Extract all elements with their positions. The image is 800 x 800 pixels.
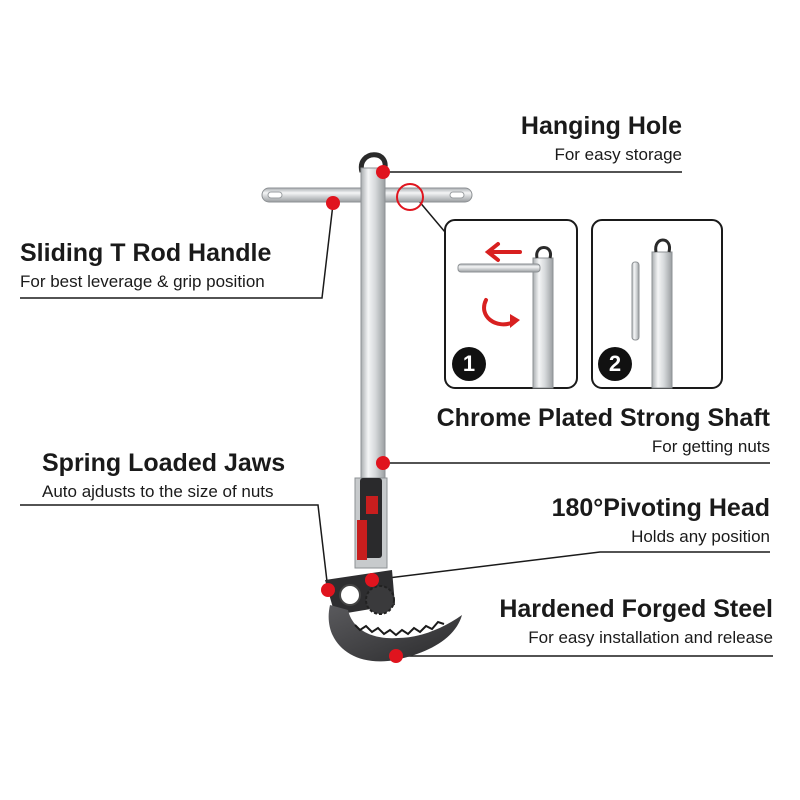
marker-jaws xyxy=(321,583,335,597)
arrow-rotate-icon xyxy=(482,298,516,327)
arrow-left-icon xyxy=(484,242,522,262)
t-rod-handle-subtitle: For best leverage & grip position xyxy=(20,272,265,291)
forged-steel-title: Hardened Forged Steel xyxy=(499,595,773,623)
marker-pivot xyxy=(365,573,379,587)
leader-pivot xyxy=(371,551,770,581)
inset-focus-ring xyxy=(396,183,424,211)
leader-lines xyxy=(20,171,773,657)
forged-steel-subtitle: For easy installation and release xyxy=(528,628,773,647)
inset-panel-2 xyxy=(591,219,723,389)
jaw-clip-red-2 xyxy=(366,496,378,514)
hanging-hole-title: Hanging Hole xyxy=(520,112,682,140)
inset-number-1: 1 xyxy=(452,347,486,381)
marker-t-rod xyxy=(326,196,340,210)
leader-jaws xyxy=(20,504,329,591)
pivot-head-title: 180°Pivoting Head xyxy=(551,494,770,522)
jaws-subtitle: Auto ajdusts to the size of nuts xyxy=(42,482,274,501)
shaft-subtitle: For getting nuts xyxy=(651,437,770,456)
marker-shaft xyxy=(376,456,390,470)
shaft xyxy=(360,167,386,499)
leader-inset xyxy=(417,199,446,233)
marker-forged xyxy=(389,649,403,663)
pivot-head-subtitle: Holds any position xyxy=(631,527,770,546)
inset-panel-1 xyxy=(444,219,578,389)
shaft-title: Chrome Plated Strong Shaft xyxy=(436,404,770,432)
jaw-teeth xyxy=(354,620,445,637)
jaws-title: Spring Loaded Jaws xyxy=(42,449,286,477)
inset-number-2: 2 xyxy=(598,347,632,381)
t-rod-handle-title: Sliding T Rod Handle xyxy=(20,239,272,267)
callout-markers xyxy=(321,165,403,663)
leader-t-rod xyxy=(20,203,334,299)
jaw-clip-red xyxy=(357,520,367,560)
marker-hanging-hole xyxy=(376,165,390,179)
hanging-hole-subtitle: For easy storage xyxy=(554,145,682,164)
hook-jaw xyxy=(328,605,462,662)
